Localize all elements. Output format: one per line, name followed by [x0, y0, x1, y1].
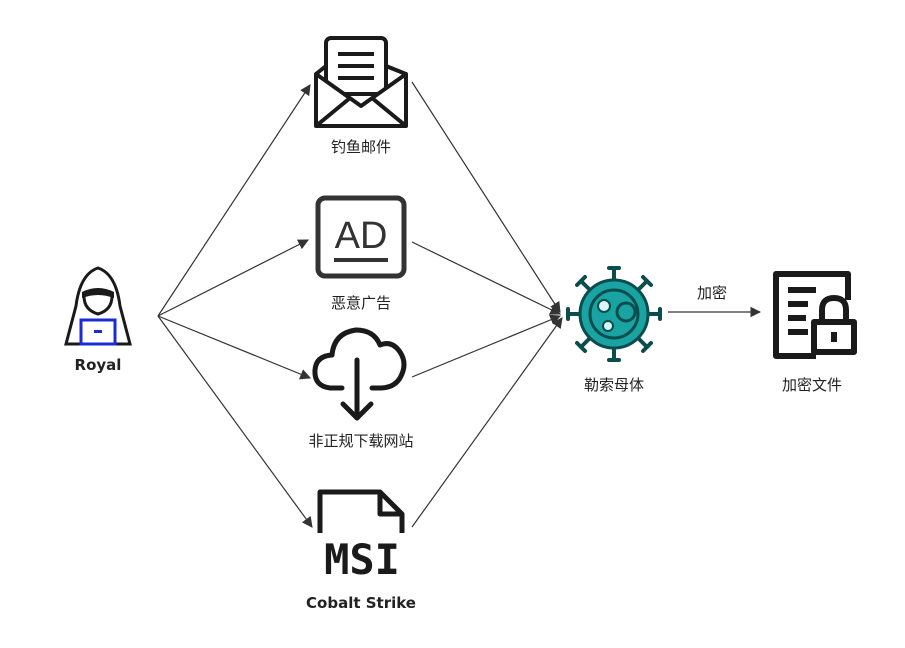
ransomware-label: 勒索母体 — [583, 376, 645, 394]
virus-icon — [566, 266, 662, 362]
msi-file-icon: MSI — [317, 489, 405, 584]
edge-royal-phishing — [157, 84, 311, 317]
cobalt-strike-label: Cobalt Strike — [306, 594, 416, 612]
royal-label: Royal — [74, 356, 122, 374]
edge-download-ransom — [411, 314, 561, 378]
ad-icon-text: AD — [335, 215, 388, 257]
edge-royal-download — [157, 315, 312, 380]
edges-royal-to-channels — [157, 84, 313, 528]
cloud-download-icon — [312, 327, 407, 421]
malicious-ad-label: 恶意广告 — [330, 294, 392, 312]
edge-royal-cobalt — [157, 315, 313, 528]
encrypted-file-icon — [773, 271, 857, 359]
encrypt-edge-label: 加密 — [696, 284, 728, 302]
edge-ad-ransom — [411, 241, 561, 315]
envelope-icon — [314, 36, 408, 128]
msi-icon-text: MSI — [324, 535, 400, 584]
unofficial-download-label: 非正规下载网站 — [308, 432, 414, 450]
edge-royal-ad — [157, 239, 309, 317]
encrypted-files-label: 加密文件 — [781, 376, 843, 394]
edges-channels-to-ransomware — [411, 81, 563, 528]
ad-icon: AD — [315, 195, 407, 279]
edge-phishing-ransom — [411, 81, 561, 313]
phishing-email-label: 钓鱼邮件 — [330, 138, 392, 156]
hacker-icon — [64, 266, 132, 346]
edge-cobalt-ransom — [411, 317, 563, 528]
